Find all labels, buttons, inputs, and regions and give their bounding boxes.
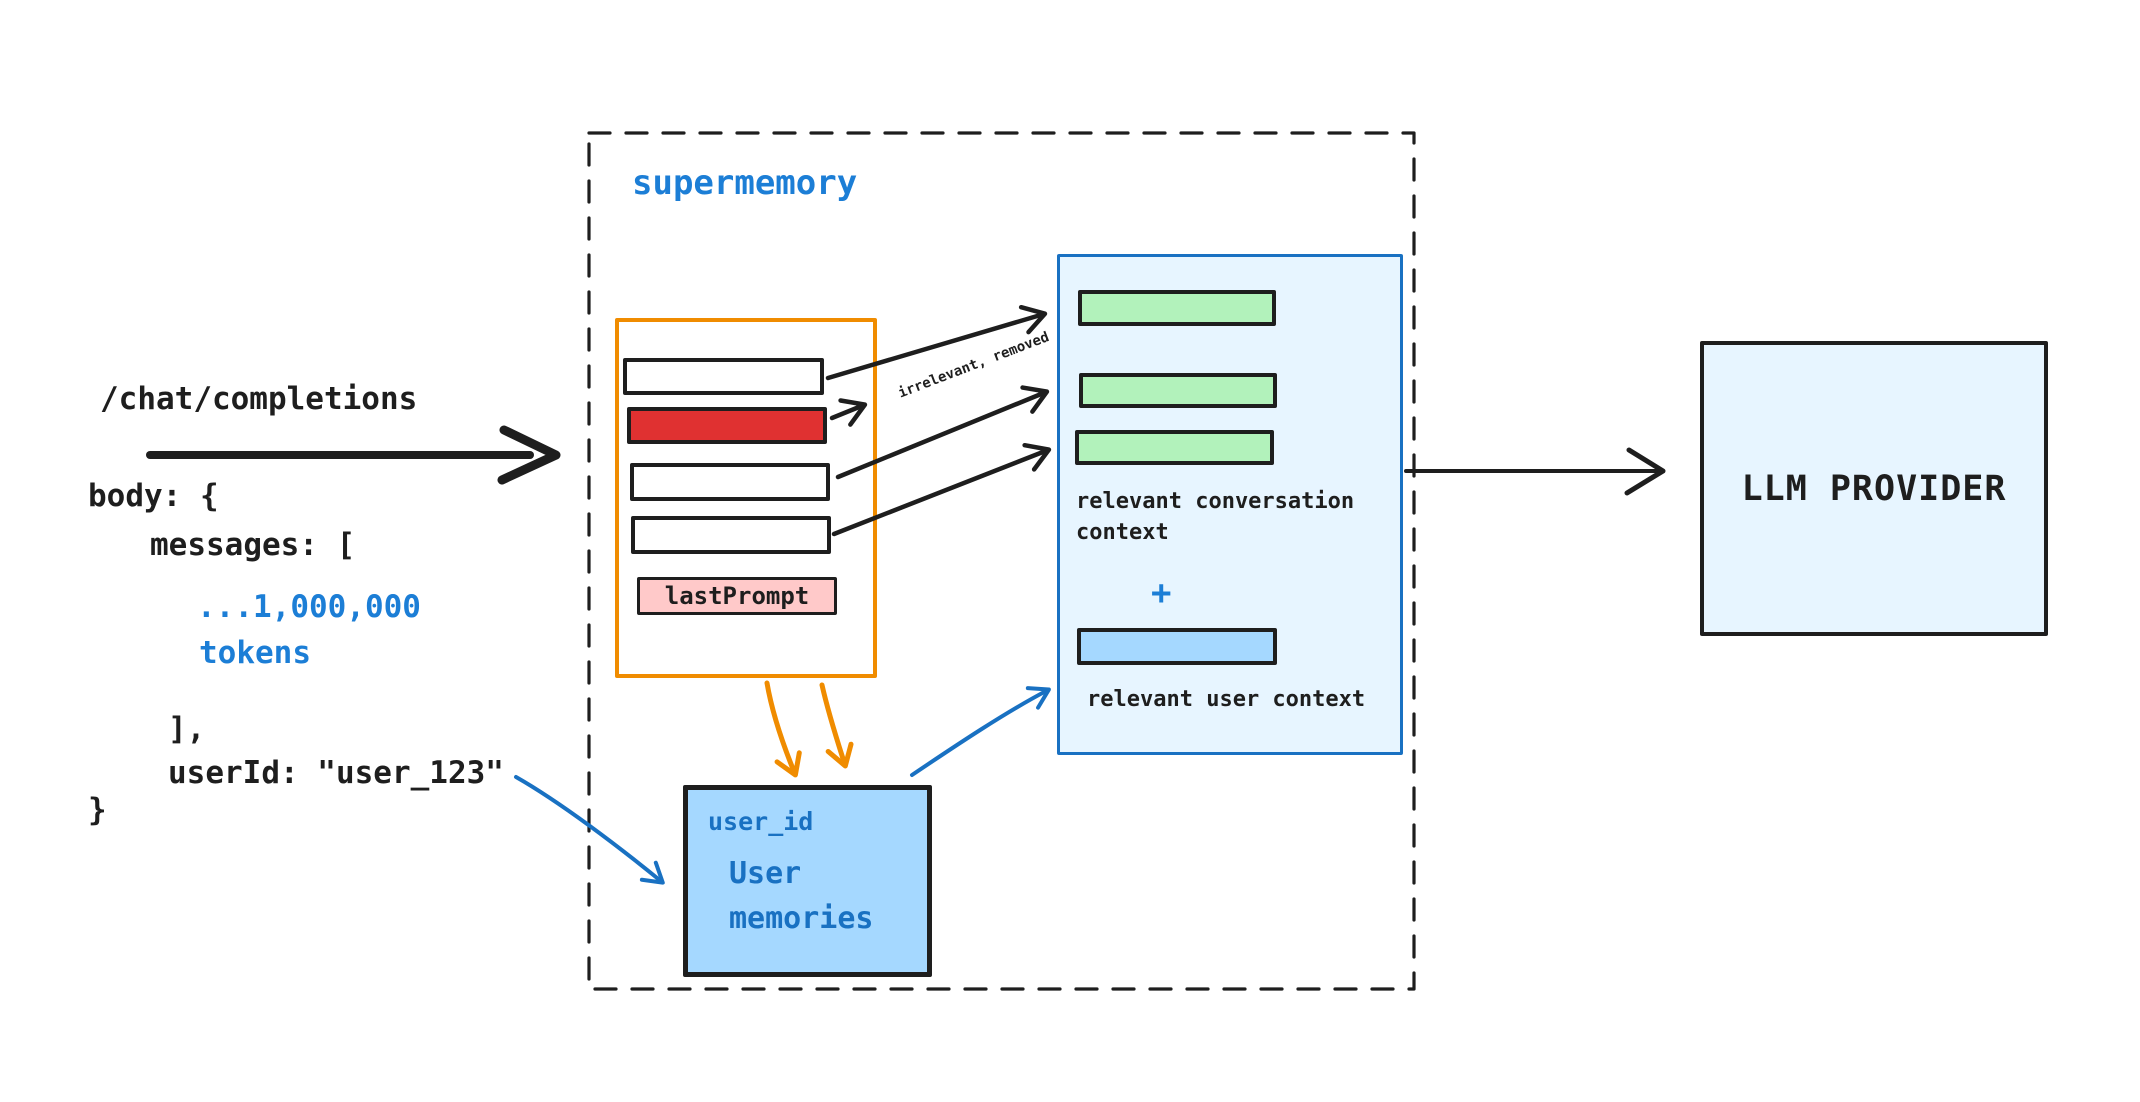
user-memories-label: User memories: [729, 856, 874, 936]
code-line-tokens-2: tokens: [199, 635, 311, 671]
user-memories-to-context-arrow: [910, 686, 1051, 777]
green-context-bar-2: [1079, 373, 1277, 408]
message-bar-1: [623, 358, 824, 395]
request-arrow: [146, 425, 561, 485]
code-line-messages-close: ],: [168, 711, 206, 747]
code-line-messages-open: messages: [: [150, 527, 356, 563]
user-context-bar: [1077, 628, 1277, 665]
prompt-to-user-memories-arrow-2: [819, 682, 854, 769]
llm-provider-box: LLM PROVIDER: [1700, 341, 2048, 636]
filter-note: irrelevant, removed: [896, 329, 1052, 402]
message-bar-3: [631, 516, 831, 554]
code-line-body-open: body: {: [88, 478, 219, 514]
last-prompt-chip: lastPrompt: [637, 577, 837, 615]
code-line-body-close: }: [88, 792, 107, 828]
llm-provider-label: LLM PROVIDER: [1741, 468, 2007, 509]
code-line-tokens-1: ...1,000,000: [197, 589, 421, 625]
message-bar-irrelevant: [627, 407, 827, 444]
user-context-caption: relevant user context: [1087, 687, 1366, 712]
user-id-to-user-memories-arrow: [514, 775, 665, 885]
green-context-bar-1: [1078, 290, 1276, 326]
conversation-context-caption: relevant conversation context: [1076, 489, 1355, 546]
user-memories-box: user_id User memories: [683, 785, 932, 977]
prompt-to-user-memories-arrow-1: [764, 680, 802, 778]
message-bar-2: [630, 463, 830, 501]
user-id-key-label: user_id: [708, 807, 814, 836]
green-context-bar-3: [1075, 430, 1274, 465]
supermemory-title: supermemory: [632, 163, 858, 203]
code-line-user-id: userId: "user_123": [168, 755, 504, 791]
plus-sign: +: [1151, 573, 1172, 613]
last-prompt-label: lastPrompt: [664, 582, 810, 610]
endpoint-label: /chat/completions: [100, 381, 418, 417]
